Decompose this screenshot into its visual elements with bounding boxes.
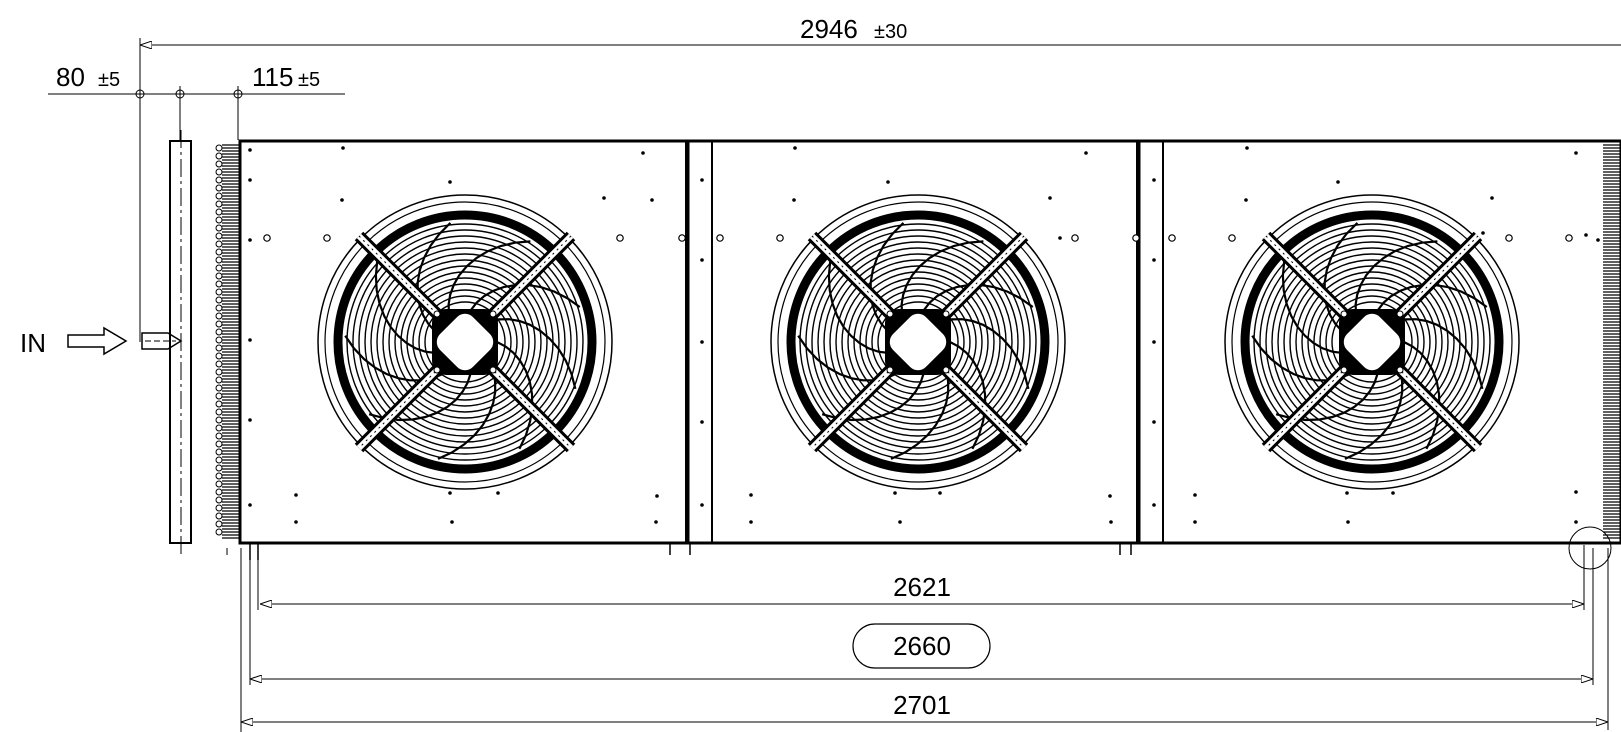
dimension-overall: 2946 ±30	[139, 14, 1621, 315]
dimension-left-offset-value: 80	[56, 62, 85, 92]
unit-casing	[226, 139, 1621, 570]
dimension-inlet-offset-tolerance: ±5	[298, 69, 320, 91]
dimension-feet-spacing: 2621	[257, 545, 1585, 610]
reference-dimension-frame	[852, 623, 991, 669]
fan-group	[317, 194, 1520, 490]
dimension-mount-spacing-value: 2660	[893, 631, 951, 661]
dimension-casing-length-value: 2701	[893, 690, 951, 720]
axial-fan-icon	[317, 194, 613, 490]
coil-fins-right	[1603, 144, 1621, 539]
axial-fan-icon	[770, 194, 1066, 490]
inlet-label: IN	[20, 328, 46, 358]
dimension-feet-spacing-value: 2621	[893, 572, 951, 602]
inlet-header	[139, 130, 192, 555]
dimension-casing-length: 2701	[240, 548, 1609, 732]
inlet-arrow-icon	[67, 326, 128, 356]
mounting-holes	[248, 146, 1600, 524]
dimension-left-offset-tolerance: ±5	[98, 69, 120, 91]
dimension-mount-spacing: 2660	[249, 548, 1594, 685]
coil-fins-left	[215, 144, 240, 539]
dimension-overall-tolerance: ±30	[874, 21, 907, 43]
axial-fan-icon	[1224, 194, 1520, 490]
dimension-inlet-offset-value: 115	[252, 62, 293, 92]
dimension-overall-value: 2946	[800, 14, 858, 44]
dimension-inlet-offsets: 80 ±5 115 ±5	[48, 62, 345, 140]
